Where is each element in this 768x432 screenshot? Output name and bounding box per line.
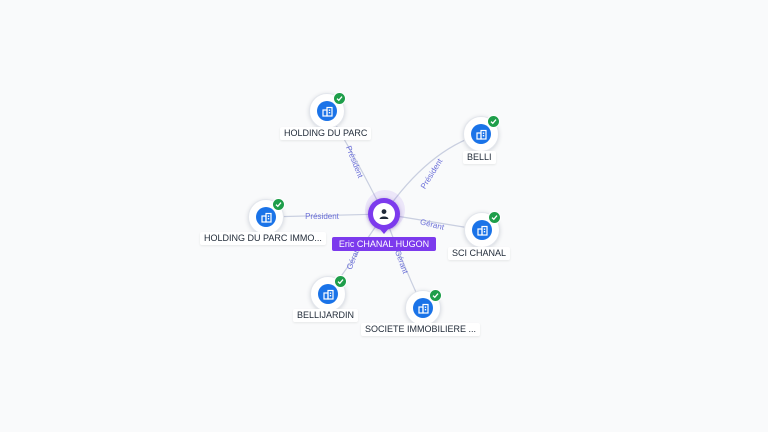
company-label-societe-immobiliere[interactable]: SOCIETE IMMOBILIERE ... [361, 323, 481, 336]
verified-check-icon [333, 92, 346, 105]
building-icon [472, 220, 492, 240]
verified-check-icon [488, 211, 501, 224]
company-label-holding-du-parc[interactable]: HOLDING DU PARC [280, 127, 372, 140]
edge-role-label-societe-immobiliere: Gérant [393, 249, 410, 276]
building-icon [317, 101, 337, 121]
verified-check-icon [487, 115, 500, 128]
person-name-label[interactable]: Eric CHANAL HUGON [332, 237, 436, 251]
building-icon [413, 298, 433, 318]
edge-holding-du-parc-immo [265, 213, 385, 218]
verified-check-icon [272, 198, 285, 211]
company-label-bellijardin[interactable]: BELLIJARDIN [293, 309, 359, 322]
company-node-belli[interactable] [463, 115, 500, 152]
edge-role-label-sci-chanal: Gérant [419, 217, 446, 232]
building-icon [256, 207, 276, 227]
company-label-holding-du-parc-immo[interactable]: HOLDING DU PARC IMMO... [200, 232, 326, 245]
person-node[interactable] [368, 198, 400, 230]
edge-role-label-holding-du-parc: Président [344, 144, 365, 179]
company-label-sci-chanal[interactable]: SCI CHANAL [448, 247, 511, 260]
verified-check-icon [429, 289, 442, 302]
company-label-belli[interactable]: BELLI [463, 151, 496, 164]
company-node-societe-immobiliere[interactable] [405, 289, 442, 326]
person-node-pointer [378, 227, 390, 234]
building-icon [318, 284, 338, 304]
building-icon [471, 124, 491, 144]
person-icon [373, 203, 395, 225]
edge-role-label-belli: Président [419, 156, 445, 190]
edge-role-label-holding-du-parc-immo: Président [305, 212, 340, 221]
company-node-holding-du-parc[interactable] [309, 92, 346, 129]
company-node-bellijardin[interactable] [310, 275, 347, 312]
verified-check-icon [334, 275, 347, 288]
company-node-sci-chanal[interactable] [464, 211, 501, 248]
company-node-holding-du-parc-immo[interactable] [248, 198, 285, 235]
